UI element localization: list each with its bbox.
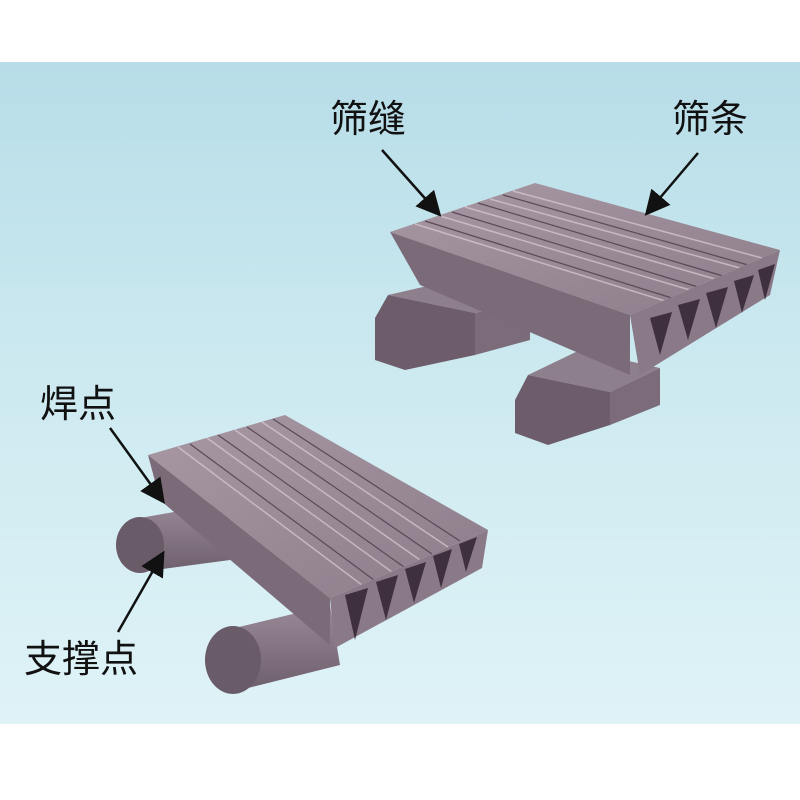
- bottom-deck-side: [148, 455, 330, 645]
- bottom-wedge-ends: [330, 530, 488, 648]
- label-weld-point: 焊点: [40, 382, 117, 426]
- arrow-support-point: [116, 550, 165, 633]
- arrow-screen-bar: [644, 152, 699, 216]
- top-screen-bars: [414, 190, 763, 302]
- arrow-weld-point: [108, 427, 165, 505]
- bottom-screen-bars: [177, 421, 449, 586]
- label-screen-bar: 筛条: [672, 97, 749, 141]
- label-screen-slot: 筛缝: [330, 97, 407, 141]
- top-wedge-ends: [630, 250, 780, 375]
- arrow-screen-slot: [381, 149, 442, 217]
- bottom-screen-slots: [189, 418, 461, 581]
- top-screen-slots: [424, 194, 749, 299]
- top-support-rod-front: [515, 350, 660, 445]
- top-assembly: [375, 183, 780, 445]
- bottom-assembly: [116, 415, 488, 694]
- label-support-point: 支撑点: [24, 637, 139, 681]
- callout-arrows: [108, 149, 699, 633]
- top-deck-side: [390, 232, 630, 375]
- diagram-background: [0, 62, 800, 724]
